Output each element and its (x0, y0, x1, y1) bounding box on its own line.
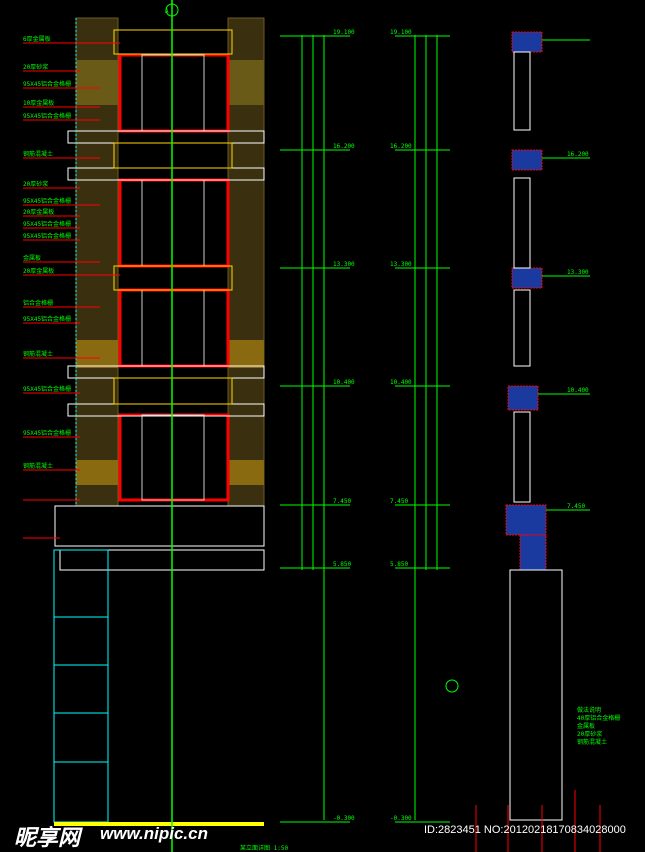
facade-elevation (53, 0, 265, 852)
leader-label: 金属板 (23, 254, 41, 262)
section-level: 16.200 (567, 151, 589, 158)
leader-label: 20厚砂浆 (23, 63, 48, 71)
leader-label: 6厚金属板 (23, 35, 51, 43)
watermark-logo: 昵享网 (14, 825, 81, 850)
leader-label: 95X45铝合金格栅 (23, 220, 71, 228)
leader-label: 20厚金属板 (23, 208, 54, 216)
watermark-site: www.nipic.cn (100, 824, 208, 843)
elevation-mark: 7.450 (390, 498, 408, 505)
leader-label: 20厚砂浆 (23, 180, 48, 188)
section-level: 10.400 (567, 387, 589, 394)
elevation-mark: 13.300 (333, 261, 355, 268)
elevation-mark: -0.300 (333, 815, 355, 822)
section-level: 7.450 (567, 503, 585, 510)
elevation-mark: 16.200 (390, 143, 412, 150)
elevation-mark: 5.850 (390, 561, 408, 568)
elevation-mark: 10.400 (390, 379, 412, 386)
section-note: 钢筋混凝土 (577, 738, 607, 746)
elevation-mark: 16.200 (333, 143, 355, 150)
elevation-mark: 5.850 (333, 561, 351, 568)
leader-label: 钢筋混凝土 (23, 462, 53, 470)
leader-label: 95X45铝合金格栅 (23, 232, 71, 240)
leader-label: 钢筋混凝土 (23, 350, 53, 358)
dimension-lines (280, 35, 450, 823)
elevation-mark: 19.100 (333, 29, 355, 36)
leader-lines (23, 42, 120, 539)
leader-label: 95X45铝合金格栅 (23, 197, 71, 205)
wall-section (445, 31, 601, 852)
leader-label: 10厚金属板 (23, 99, 54, 107)
leader-label: 95X45铝合金格栅 (23, 112, 71, 120)
watermark-id: ID:2823451 NO:20120218170834028000 (424, 824, 626, 836)
elevation-mark: -0.300 (390, 815, 412, 822)
drawing-title: 某立面详图 1:50 (240, 844, 288, 852)
elevation-mark: 13.300 (390, 261, 412, 268)
leader-label: 钢筋混凝土 (23, 150, 53, 158)
axis-label: A (165, 8, 169, 15)
leader-label: 95X45铝合金格栅 (23, 429, 71, 437)
leader-label: 20厚金属板 (23, 267, 54, 275)
section-note: 做法说明 (577, 706, 601, 714)
leader-label: 95X45铝合金格栅 (23, 385, 71, 393)
leader-label: 95X45铝合金格栅 (23, 80, 71, 88)
elevation-mark: 19.100 (390, 29, 412, 36)
section-note: 20厚砂浆 (577, 730, 602, 738)
leader-label: 铝合金格栅 (23, 299, 53, 307)
elevation-mark: 7.450 (333, 498, 351, 505)
leader-label: 95X45铝合金格栅 (23, 315, 71, 323)
section-level: 13.300 (567, 269, 589, 276)
section-note: 40厚铝合金格栅 (577, 714, 620, 722)
elevation-mark: 10.400 (333, 379, 355, 386)
section-note: 金属板 (577, 722, 595, 730)
